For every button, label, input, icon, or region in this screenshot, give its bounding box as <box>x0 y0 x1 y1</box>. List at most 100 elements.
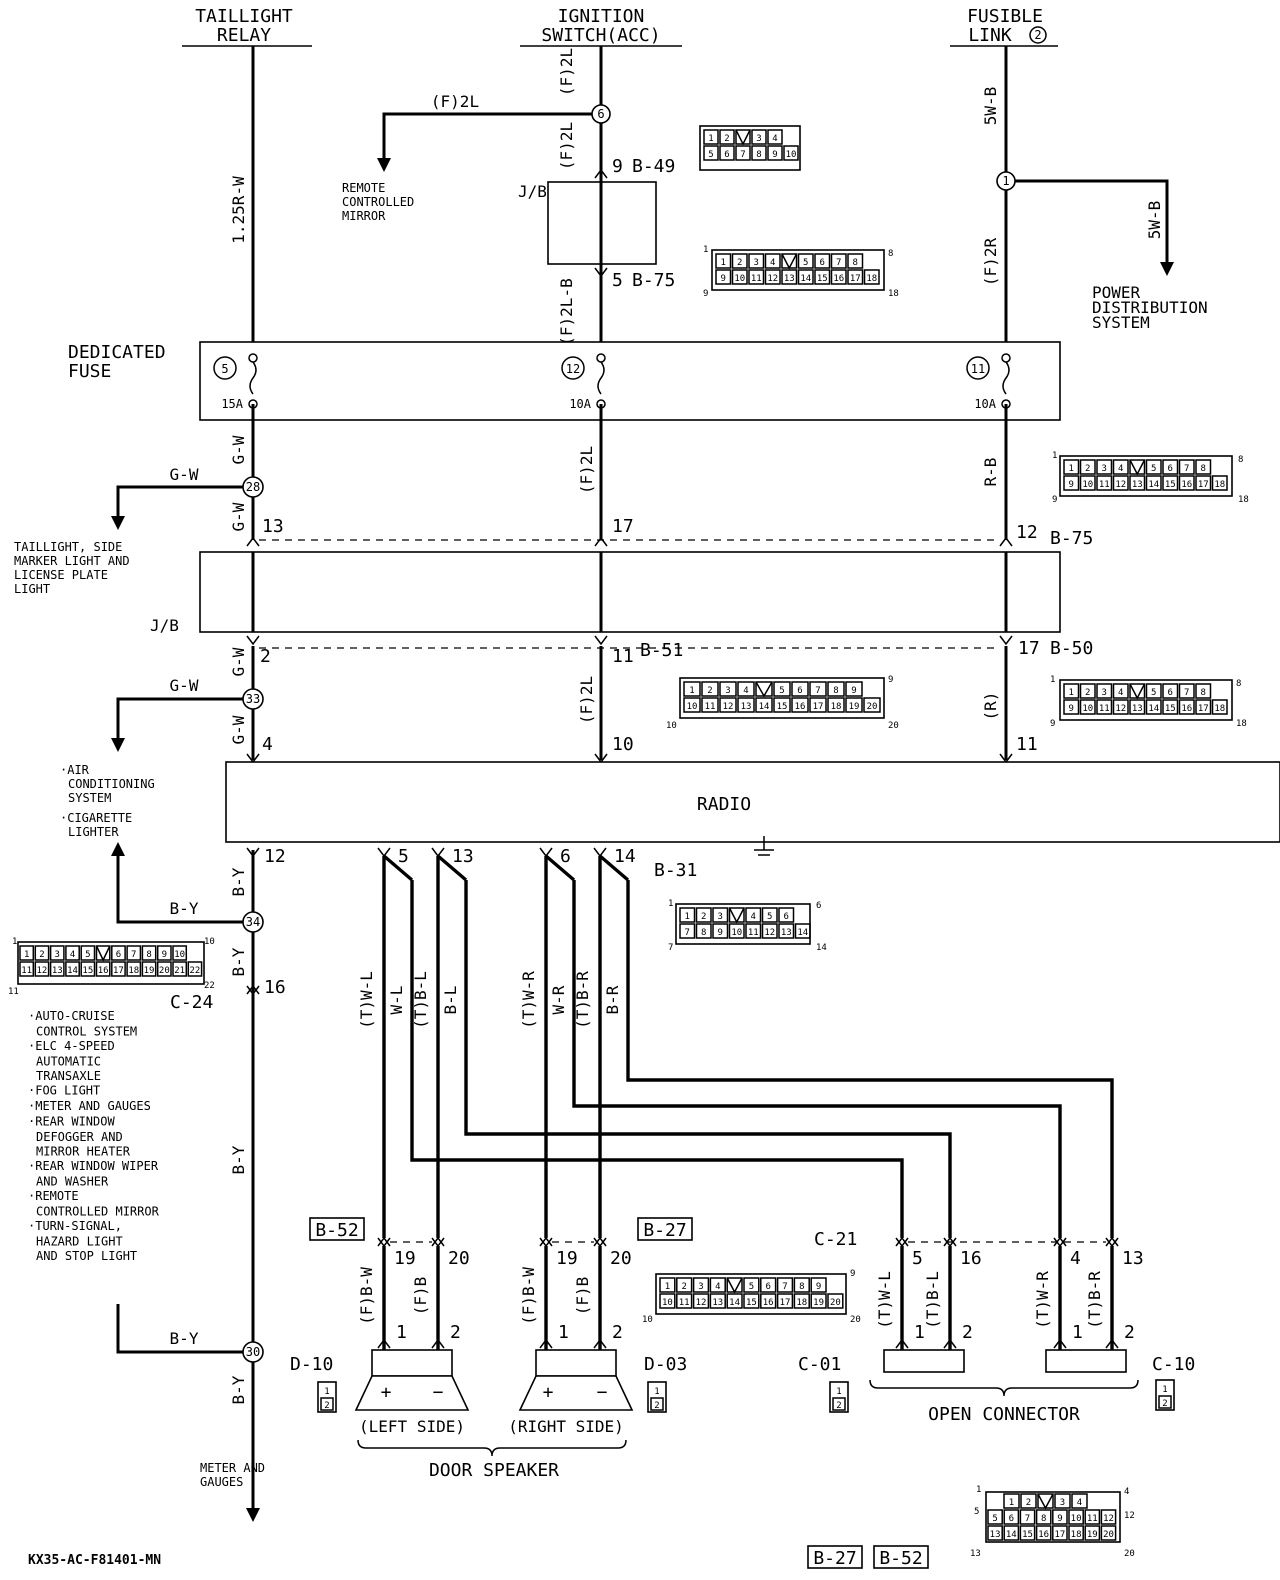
b49-cell <box>703 129 719 145</box>
speaker-right: + − <box>518 1349 634 1411</box>
c24-cell <box>111 961 126 977</box>
pin-number: 4 <box>1070 1248 1081 1269</box>
diagram-code: KX35-AC-F81401-MN <box>28 1553 161 1568</box>
b75-pin: 16 <box>1181 480 1192 490</box>
c21-pin: 14 <box>729 1298 740 1308</box>
b27b52-cell <box>1100 1525 1117 1541</box>
b50-cell <box>1112 683 1129 699</box>
connector-corner-label: 18 <box>888 289 899 299</box>
b75-pin: 6 <box>1168 464 1173 474</box>
c24-destination-item: CONTROLLED MIRROR <box>36 1205 160 1219</box>
c21-pin: 7 <box>782 1282 787 1292</box>
b31-pin: 4 <box>751 912 756 922</box>
b27b52-pin: 20 <box>1103 1530 1114 1540</box>
c24-cell <box>95 961 111 977</box>
taillight-relay-label: TAILLIGHT RELAY <box>195 6 293 46</box>
c21-pin: 11 <box>679 1298 690 1308</box>
pin-marker <box>539 847 553 858</box>
b51-pin: 1 <box>689 686 694 696</box>
pin-number: 16 <box>960 1248 982 1269</box>
wire-label: (T)W-L <box>357 971 376 1029</box>
fusible-link-label: FUSIBLE LINK 2 <box>967 6 1047 46</box>
pin-number: 19 <box>394 1248 416 1269</box>
c21-cell <box>692 1293 710 1309</box>
c24-destination-item: ·REAR WINDOW WIPER <box>28 1159 159 1173</box>
b75-pin: 2 <box>737 258 742 268</box>
svg-text:·AIR: ·AIR <box>60 763 90 777</box>
pin-marker <box>593 847 607 858</box>
connector-corner-label: 9 <box>850 1269 855 1279</box>
b31-cell <box>679 907 696 923</box>
svg-text:B-Y: B-Y <box>170 1329 199 1348</box>
svg-text:11: 11 <box>612 646 634 667</box>
b31-pin: 3 <box>718 912 723 922</box>
pin-number: 6 <box>560 846 571 867</box>
b27b52-pin: 19 <box>1087 1530 1098 1540</box>
svg-text:(R): (R) <box>981 692 1000 721</box>
two-pin-face <box>647 1381 667 1413</box>
svg-text:33: 33 <box>246 692 260 706</box>
taillight-side-dest: TAILLIGHT, SIDE MARKER LIGHT AND LICENSE… <box>14 540 130 596</box>
connector-corner-label: 1 <box>668 899 673 909</box>
b49-pin: 8 <box>756 150 761 160</box>
connector-corner-label: 7 <box>668 943 673 953</box>
svg-text:C-01: C-01 <box>798 1354 841 1375</box>
b31-pin: 10 <box>731 928 742 938</box>
svg-text:(F)2L: (F)2L <box>577 676 596 724</box>
key-notch-icon <box>728 907 745 924</box>
c24-pin: 14 <box>67 966 78 976</box>
c24-pin: 1 <box>24 950 29 960</box>
b51-pin: 18 <box>831 702 842 712</box>
pin-number: 2 <box>962 1322 973 1343</box>
svg-text:−: − <box>433 1382 444 1403</box>
pin-number: 5 <box>912 1248 923 1269</box>
b75-pin: 16 <box>833 274 844 284</box>
b75-cell <box>715 269 732 285</box>
svg-text:(F)2L: (F)2L <box>431 92 479 111</box>
two-pin-pin: 2 <box>324 1401 329 1411</box>
c24-pin: 17 <box>113 966 124 976</box>
svg-text:9: 9 <box>612 156 623 177</box>
svg-text:(F)2L-B: (F)2L-B <box>557 278 576 345</box>
b75-cell <box>1096 459 1113 475</box>
ac-system-dest: ·AIR CONDITIONING SYSTEM ·CIGARETTE LIGH… <box>60 763 155 839</box>
wire-label: (F)B <box>573 1277 592 1316</box>
b50-pin: 8 <box>1201 688 1206 698</box>
key-notch-icon <box>726 1277 743 1294</box>
b75-cell <box>1162 475 1179 491</box>
connector-corner-label: 8 <box>1238 455 1243 465</box>
svg-text:LIGHT: LIGHT <box>14 582 50 596</box>
b50-pin: 9 <box>1069 704 1074 714</box>
two-pin-face <box>317 1381 337 1413</box>
b75-pin: 13 <box>784 274 795 284</box>
wire-label: (T)B-L <box>411 971 430 1029</box>
b49-cell <box>783 145 799 161</box>
c24-destination-item: ·REAR WINDOW <box>28 1115 115 1129</box>
c21-pin: 18 <box>796 1298 807 1308</box>
b31-cell <box>712 907 729 923</box>
c24-cell <box>49 945 65 961</box>
c24-pin: 2 <box>39 950 44 960</box>
b50-cell <box>1096 683 1113 699</box>
b50-pin: 12 <box>1115 704 1126 714</box>
svg-text:5W-B: 5W-B <box>981 87 1000 126</box>
svg-text:TAILLIGHT, SIDE: TAILLIGHT, SIDE <box>14 540 122 554</box>
pin-number: 19 <box>556 1248 578 1269</box>
svg-text:C-21: C-21 <box>814 1229 857 1250</box>
c24-pin: 19 <box>144 966 155 976</box>
svg-text:J/B: J/B <box>518 182 547 201</box>
svg-text:5W-B: 5W-B <box>1145 201 1164 240</box>
two-pin-face <box>1155 1379 1175 1411</box>
pin-number: 1 <box>396 1322 407 1343</box>
two-pin-pin: 2 <box>654 1401 659 1411</box>
b27b52-pin: 11 <box>1087 1514 1098 1524</box>
b49-pin: 7 <box>740 150 745 160</box>
svg-text:12: 12 <box>1016 522 1038 543</box>
c21-pin: 13 <box>712 1298 723 1308</box>
svg-text:OPEN CONNECTOR: OPEN CONNECTOR <box>928 1404 1080 1425</box>
b27b52-pin: 15 <box>1022 1530 1033 1540</box>
c21-pin: 5 <box>749 1282 754 1292</box>
b75-pin: 9 <box>721 274 726 284</box>
b75-cell <box>1145 475 1162 491</box>
